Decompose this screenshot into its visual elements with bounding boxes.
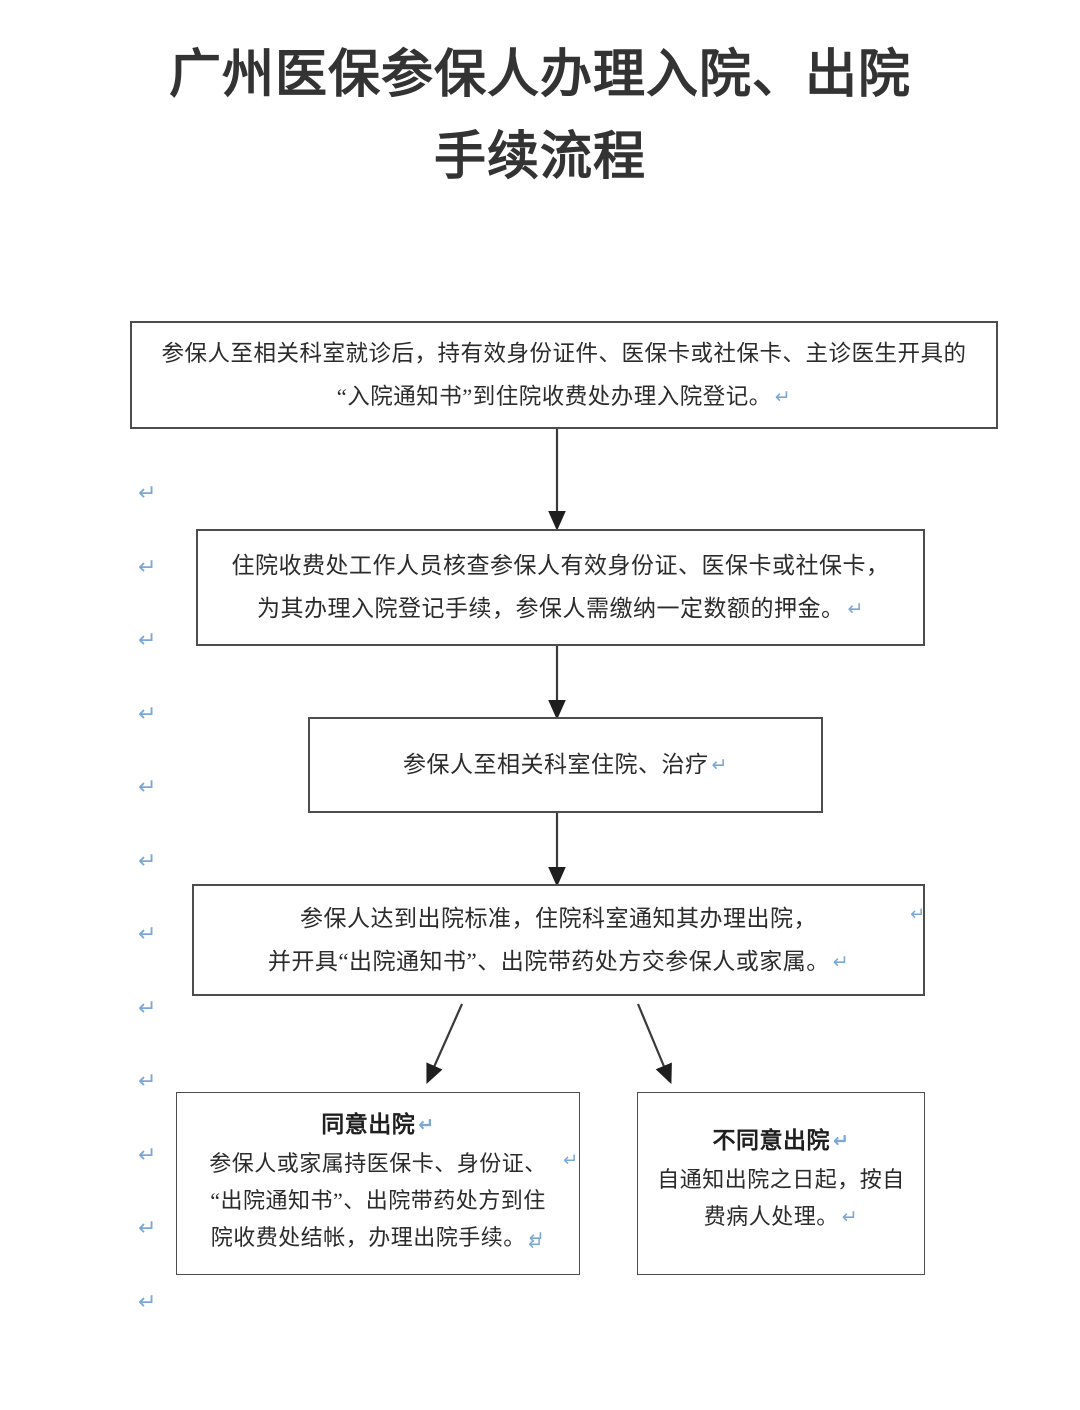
margin-pilcrow-icon-4: ↵ xyxy=(138,701,157,727)
branch-disagree-header-text: 不同意出院 xyxy=(712,1128,831,1154)
branch-agree-edge-pilcrow-icon-2: ↵ xyxy=(528,1234,544,1255)
branch-disagree-line-2: 费病人处理。↵ xyxy=(638,1198,924,1236)
branch-agree-line-1: 参保人或家属持医保卡、身份证、 xyxy=(209,1151,547,1176)
pilcrow-icon: ↵ xyxy=(832,950,850,973)
margin-pilcrow-icon-12: ↵ xyxy=(138,1289,157,1315)
step1-line-1: 参保人至相关科室就诊后，持有效身份证件、医保卡或社保卡、主诊医生开具的 xyxy=(161,340,967,366)
branch-agree-header-text: 同意出院 xyxy=(321,1112,416,1138)
step3-line-1: 参保人至相关科室住院、治疗↵ xyxy=(310,743,821,787)
branch-agree-line-2: “出院通知书”、出院带药处方到住 xyxy=(210,1188,546,1213)
branch-agree-edge-pilcrow-icon-1: ↵ xyxy=(563,1150,579,1171)
branch-agree-line-3-text: 院收费处结帐，办理出院手续。 xyxy=(210,1225,526,1250)
flow-node-step1[interactable]: 参保人至相关科室就诊后，持有效身份证件、医保卡或社保卡、主诊医生开具的 “入院通… xyxy=(130,321,998,429)
margin-pilcrow-icon-3: ↵ xyxy=(138,628,157,653)
margin-pilcrow-icon-6: ↵ xyxy=(138,848,157,874)
margin-pilcrow-icon-11: ↵ xyxy=(138,1216,157,1241)
step1-line-2: “入院通知书”到住院收费处办理入院登记。↵ xyxy=(132,375,996,419)
margin-pilcrow-icon-10: ↵ xyxy=(138,1142,157,1168)
page-title-line-1: 广州医保参保人办理入院、出院 xyxy=(168,45,911,105)
pilcrow-icon: ↵ xyxy=(841,1206,859,1228)
flow-node-branch-disagree[interactable]: 不同意出院↵ 自通知出院之日起，按自 费病人处理。↵ xyxy=(637,1092,925,1275)
step4-edge-pilcrow-icon: ↵ xyxy=(910,904,926,925)
flow-node-step3[interactable]: 参保人至相关科室住院、治疗↵ xyxy=(308,717,823,813)
step4-line-2-text: 并开具“出院通知书”、出院带药处方交参保人或家属。 xyxy=(267,948,830,974)
branch-disagree-header: 不同意出院↵ xyxy=(638,1121,924,1161)
step4-line-2: 并开具“出院通知书”、出院带药处方交参保人或家属。↵ xyxy=(194,940,923,984)
margin-pilcrow-icon-9: ↵ xyxy=(138,1069,157,1094)
step2-line-2-text: 为其办理入院登记手续，参保人需缴纳一定数额的押金。 xyxy=(257,596,845,621)
step1-line-2-text: “入院通知书”到住院收费处办理入院登记。 xyxy=(336,383,772,409)
flow-node-step4[interactable]: 参保人达到出院标准，住院科室通知其办理出院， 并开具“出院通知书”、出院带药处方… xyxy=(192,884,925,996)
branch-agree-header: 同意出院↵ xyxy=(177,1105,579,1145)
pilcrow-icon: ↵ xyxy=(418,1114,435,1136)
pilcrow-icon: ↵ xyxy=(774,385,792,408)
pilcrow-icon: ↵ xyxy=(711,754,728,776)
margin-pilcrow-icon-7: ↵ xyxy=(138,922,157,947)
flow-node-step2[interactable]: 住院收费处工作人员核查参保人有效身份证、医保卡或社保卡， 为其办理入院登记手续，… xyxy=(196,529,925,646)
step2-line-1: 住院收费处工作人员核查参保人有效身份证、医保卡或社保卡， xyxy=(231,553,890,578)
pilcrow-icon: ↵ xyxy=(833,1130,850,1152)
flow-node-branch-agree[interactable]: 同意出院↵ 参保人或家属持医保卡、身份证、 “出院通知书”、出院带药处方到住 院… xyxy=(176,1092,580,1275)
branch-disagree-line-2-text: 费病人处理。 xyxy=(703,1204,839,1229)
branch-agree-line-3: 院收费处结帐，办理出院手续。↵ xyxy=(177,1219,579,1257)
margin-pilcrow-icon-8: ↵ xyxy=(138,995,157,1021)
branch-disagree-line-1: 自通知出院之日起，按自 xyxy=(657,1167,905,1192)
margin-pilcrow-icon-2: ↵ xyxy=(138,554,157,580)
pilcrow-icon: ↵ xyxy=(528,1227,546,1249)
page-title: 广州医保参保人办理入院、出院 手续流程 xyxy=(0,34,1080,198)
margin-pilcrow-icon-1: ↵ xyxy=(138,481,157,506)
step3-line-1-text: 参保人至相关科室住院、治疗 xyxy=(403,752,709,777)
step2-line-2: 为其办理入院登记手续，参保人需缴纳一定数额的押金。↵ xyxy=(198,587,923,631)
step4-line-1: 参保人达到出院标准，住院科室通知其办理出院， xyxy=(300,905,817,931)
page-title-line-2: 手续流程 xyxy=(433,127,646,187)
margin-pilcrow-icon-5: ↵ xyxy=(138,775,157,800)
pilcrow-icon: ↵ xyxy=(847,598,864,620)
